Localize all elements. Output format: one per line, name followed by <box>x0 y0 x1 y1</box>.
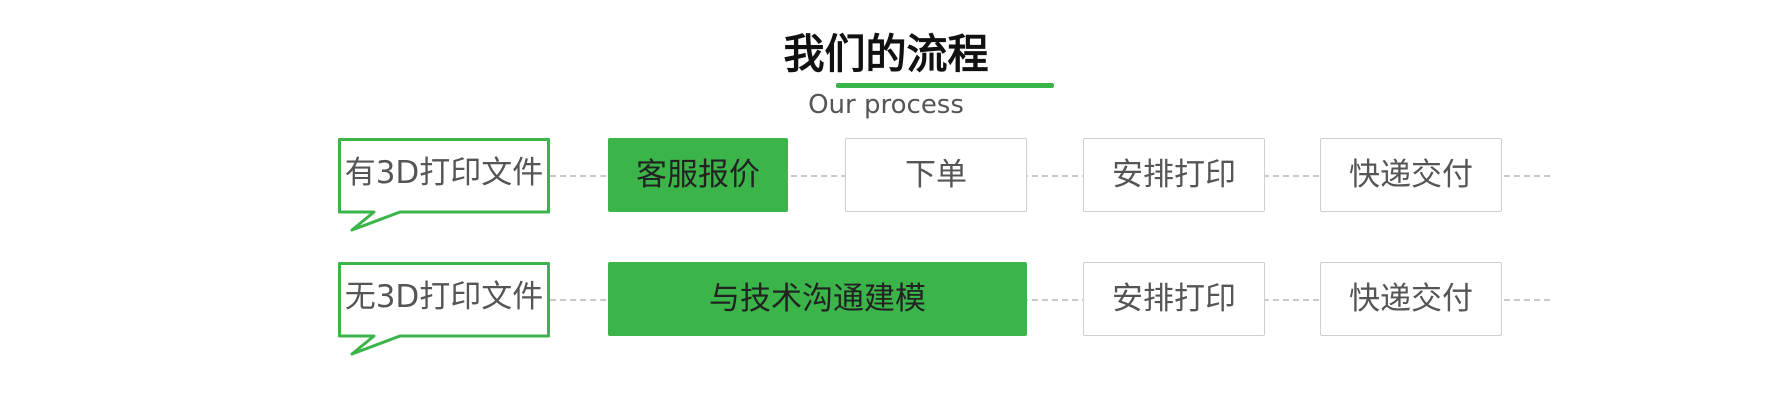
step-delivery[interactable]: 快递交付 <box>1320 138 1502 212</box>
step-modeling[interactable]: 与技术沟通建模 <box>608 262 1027 336</box>
start-label: 有3D打印文件 <box>344 155 544 191</box>
speech-bubble-icon <box>338 262 550 356</box>
page-title: 我们的流程 <box>783 30 989 78</box>
row-connector <box>550 175 1550 177</box>
step-print[interactable]: 安排打印 <box>1083 138 1265 212</box>
start-label: 无3D打印文件 <box>344 279 544 315</box>
step-order[interactable]: 下单 <box>845 138 1027 212</box>
step-print[interactable]: 安排打印 <box>1083 262 1265 336</box>
process-row-with-file: 有3D打印文件 客服报价 下单 安排打印 快递交付 <box>0 138 1772 248</box>
row-connector <box>550 299 1550 301</box>
step-delivery[interactable]: 快递交付 <box>1320 262 1502 336</box>
step-quote[interactable]: 客服报价 <box>608 138 788 212</box>
start-bubble-without-file: 无3D打印文件 <box>338 262 550 372</box>
header: 我们的流程 <box>0 28 1772 80</box>
speech-bubble-icon <box>338 138 550 232</box>
process-row-without-file: 无3D打印文件 与技术沟通建模 安排打印 快递交付 <box>0 262 1772 372</box>
page-subtitle: Our process <box>808 90 964 120</box>
title-underline <box>836 83 1054 88</box>
start-bubble-with-file: 有3D打印文件 <box>338 138 550 248</box>
